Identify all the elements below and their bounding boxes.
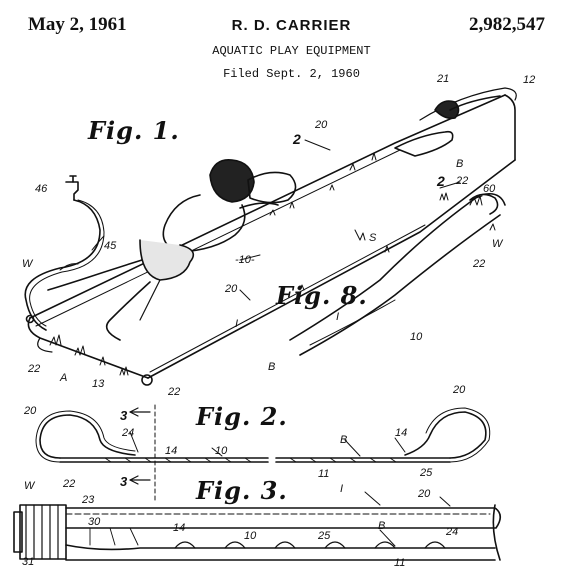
ref-i: I <box>340 483 344 495</box>
ref-20: 20 <box>315 119 328 131</box>
ref-a: A <box>60 372 68 384</box>
fig1-leaders <box>59 139 483 301</box>
fig8-label: Fig. 8. <box>276 281 368 310</box>
patent-date: May 2, 1961 <box>28 14 127 35</box>
ref-2: 2 <box>437 173 445 189</box>
boy-figure <box>47 158 297 341</box>
patent-title: AQUATIC PLAY EQUIPMENT <box>212 44 371 58</box>
ref-12: 12 <box>523 74 536 86</box>
ref-w: W <box>492 238 503 250</box>
ref-14: 14 <box>165 445 178 457</box>
ref-25: 25 <box>318 530 331 542</box>
ref-b: B <box>456 158 464 170</box>
fig2-cross-section <box>35 404 491 485</box>
ref-10: 10 <box>215 445 228 457</box>
ref-20: 20 <box>225 283 238 295</box>
fig23-leaders <box>129 431 451 547</box>
ref-b: B <box>340 434 348 446</box>
ref-w: W <box>22 258 33 270</box>
ref-24: 24 <box>446 526 459 538</box>
ref-25: 25 <box>420 467 433 479</box>
ref-i: I <box>235 318 239 330</box>
fig3-side-elevation <box>13 474 502 561</box>
ref-10: 10 <box>244 530 257 542</box>
ref-14: 14 <box>173 522 186 534</box>
ref-31: 31 <box>22 556 35 568</box>
ref-11: 11 <box>394 557 406 569</box>
ref-24: 24 <box>122 427 135 439</box>
inventor-name: R. D. CARRIER <box>231 17 352 34</box>
ref-22: 22 <box>168 386 181 398</box>
ref-b: B <box>378 520 386 532</box>
ref-10: 10 <box>410 331 423 343</box>
ref-13: 13 <box>92 378 105 390</box>
ref-30: 30 <box>88 516 101 528</box>
ref-11: 11 <box>318 468 330 480</box>
ref-22: 22 <box>28 363 41 375</box>
ref-14: 14 <box>395 427 408 439</box>
ref-s: S <box>369 232 377 244</box>
child-sliding <box>394 95 501 157</box>
fig8-rolled-mat <box>289 192 506 356</box>
ref-b: B <box>268 361 276 373</box>
ref-21: 21 <box>437 73 450 85</box>
ref-3: 3 <box>120 408 128 423</box>
ref-20: 20 <box>453 384 466 396</box>
faucet-and-hose <box>24 175 105 331</box>
ref-2: 2 <box>293 131 301 147</box>
ref-22: 22 <box>63 478 76 490</box>
patent-number: 2,982,547 <box>469 14 545 35</box>
ref-w: W <box>24 480 35 492</box>
ref-22: 22 <box>473 258 486 270</box>
ref-45: 45 <box>104 240 117 252</box>
filed-date: Filed Sept. 2, 1960 <box>223 67 360 81</box>
ref-20: 20 <box>418 488 431 500</box>
fig1-label: Fig. 1. <box>88 116 180 145</box>
ref-10: -10- <box>235 254 255 266</box>
fig3-label: Fig. 3. <box>196 476 288 505</box>
ref-20: 20 <box>24 405 37 417</box>
ref-46: 46 <box>35 183 48 195</box>
ref-i: I <box>336 311 340 323</box>
fig2-label: Fig. 2. <box>196 402 288 431</box>
ref-3: 3 <box>120 474 128 489</box>
ref-22: 22 <box>456 175 469 187</box>
ref-23: 23 <box>82 494 95 506</box>
ref-60: 60 <box>483 183 496 195</box>
